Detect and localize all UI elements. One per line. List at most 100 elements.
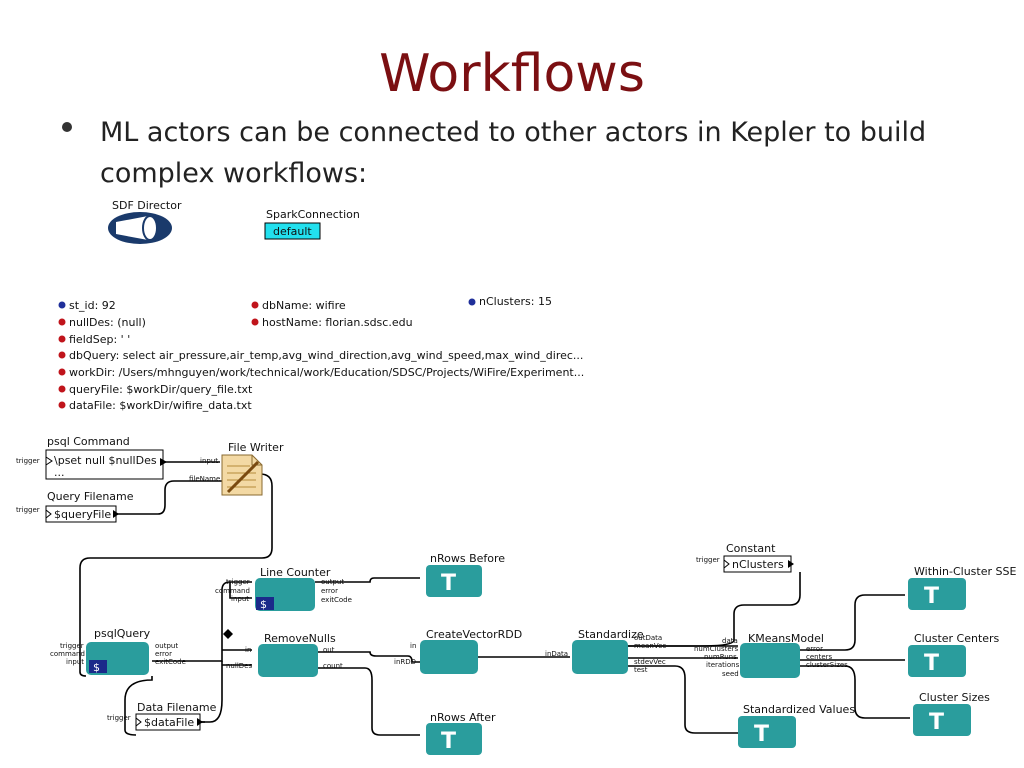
create-vector-rdd-actor[interactable] <box>420 640 478 674</box>
pq-trigger-port: trigger <box>60 642 84 650</box>
data-filename-value: $dataFile <box>144 716 194 729</box>
param-workdir[interactable]: workDir: /Users/mhnguyen/work/technical/… <box>69 366 584 379</box>
psql-command-line1: \pset null $nullDes <box>54 454 157 467</box>
pq-output-port: output <box>155 642 178 650</box>
rn-nulldes-port: nullDes <box>226 662 252 670</box>
std-outdata-port: outData <box>634 634 662 642</box>
remove-nulls-actor[interactable] <box>258 644 318 677</box>
psql-command-line2: ... <box>54 466 65 479</box>
cvr-in-port: in <box>410 642 416 650</box>
standardized-values-display[interactable] <box>738 716 796 748</box>
constant-trigger: trigger <box>696 556 720 564</box>
spark-value-box[interactable] <box>264 222 321 240</box>
param-dot-red <box>58 401 66 409</box>
kmeans-actor[interactable] <box>740 643 800 678</box>
std-meanvec-port: meanVec <box>634 642 666 650</box>
file-writer-icon[interactable] <box>221 454 263 496</box>
km-centers-port: centers <box>806 653 833 661</box>
file-writer-filename-port: fileName <box>189 475 220 483</box>
display-icon: T <box>441 571 456 596</box>
director-icon[interactable] <box>108 212 172 244</box>
param-datafile[interactable]: dataFile: $workDir/wifire_data.txt <box>69 399 252 412</box>
rn-out-port: out <box>323 646 335 654</box>
param-dot-red <box>58 385 66 393</box>
pq-exitcode-port: exitCode <box>155 658 186 666</box>
param-dot-red <box>58 351 66 359</box>
psql-query-actor[interactable] <box>86 642 149 675</box>
bullet-text: ML actors can be connected to other acto… <box>100 117 927 189</box>
rn-count-port: count <box>323 662 343 670</box>
data-filename-actor[interactable] <box>135 713 203 731</box>
constant-label: Constant <box>726 542 776 555</box>
spark-value: default <box>273 225 312 238</box>
display-icon: T <box>924 584 939 609</box>
param-dot-red <box>58 368 66 376</box>
line-counter-label: Line Counter <box>260 566 331 579</box>
param-nclusters[interactable]: nClusters: 15 <box>479 295 552 308</box>
line-counter-actor[interactable] <box>255 578 315 611</box>
psql-command-trigger: trigger <box>16 457 40 465</box>
constant-actor[interactable] <box>723 555 794 573</box>
lc-command-port: command <box>215 587 250 595</box>
param-queryfile[interactable]: queryFile: $workDir/query_file.txt <box>69 383 253 396</box>
param-dot-red <box>251 318 259 326</box>
nrows-after-label: nRows After <box>430 711 496 724</box>
director-label: SDF Director <box>112 199 182 212</box>
connections <box>79 461 910 736</box>
lc-exitcode-port: exitCode <box>321 596 352 604</box>
data-filename-label: Data Filename <box>137 701 217 714</box>
param-fieldsep[interactable]: fieldSep: ' ' <box>69 333 130 346</box>
display-icon: T <box>929 710 944 735</box>
within-sse-label: Within-Cluster SSE <box>914 565 1016 578</box>
standardize-label: Standardize <box>578 628 644 641</box>
query-filename-label: Query Filename <box>47 490 134 503</box>
km-data-port: data <box>722 637 738 645</box>
param-dot-red <box>251 301 259 309</box>
cluster-centers-display[interactable] <box>908 645 966 677</box>
pq-input-port: input <box>66 658 84 666</box>
query-filename-trigger: trigger <box>16 506 40 514</box>
cluster-centers-label: Cluster Centers <box>914 632 1000 645</box>
shell-icon: $ <box>93 661 100 674</box>
standardize-actor[interactable] <box>572 640 628 674</box>
param-dot-blue <box>58 301 66 309</box>
km-clustersizes-port: clusterSizes <box>806 661 848 669</box>
psql-query-label: psqlQuery <box>94 627 151 640</box>
std-stdevvec-port: stdevVec <box>634 658 666 666</box>
km-seed-port: seed <box>722 670 739 678</box>
standardized-values-label: Standardized Values <box>743 703 855 716</box>
lc-error-port: error <box>321 587 338 595</box>
parameters-panel: st_id: 92 dbName: wifire nClusters: 15 n… <box>58 295 584 412</box>
lc-trigger-port: trigger <box>226 578 250 586</box>
param-hostname[interactable]: hostName: florian.sdsc.edu <box>262 316 413 329</box>
km-numclusters-port: numClusters <box>694 645 739 653</box>
nrows-after-display[interactable] <box>426 723 482 755</box>
km-numruns-port: numRuns <box>704 653 737 661</box>
query-filename-actor[interactable] <box>45 505 119 523</box>
display-icon: T <box>441 729 456 754</box>
param-dbname[interactable]: dbName: wifire <box>262 299 346 312</box>
std-test-port: test <box>634 666 648 674</box>
data-filename-trigger: trigger <box>107 714 131 722</box>
std-indata-port: inData <box>545 650 568 658</box>
pq-error-port: error <box>155 650 172 658</box>
psql-command-actor[interactable] <box>45 449 167 480</box>
slide-title: Workflows <box>379 44 645 104</box>
km-error-port: error <box>806 645 823 653</box>
kmeans-label: KMeansModel <box>748 632 824 645</box>
nrows-before-display[interactable] <box>426 565 482 597</box>
relation-diamond <box>223 629 233 639</box>
param-dbquery[interactable]: dbQuery: select air_pressure,air_temp,av… <box>69 349 583 362</box>
param-dot-red <box>58 335 66 343</box>
lc-input-port: input <box>231 595 249 603</box>
within-sse-display[interactable] <box>908 578 966 610</box>
remove-nulls-label: RemoveNulls <box>264 632 336 645</box>
param-st-id[interactable]: st_id: 92 <box>69 299 116 312</box>
cluster-sizes-label: Cluster Sizes <box>919 691 990 704</box>
rn-in-port: in <box>245 646 251 654</box>
km-iterations-port: iterations <box>706 661 740 669</box>
cluster-sizes-display[interactable] <box>913 704 971 736</box>
nrows-before-label: nRows Before <box>430 552 505 565</box>
spark-label: SparkConnection <box>266 208 360 221</box>
param-nulldes[interactable]: nullDes: (null) <box>69 316 146 329</box>
